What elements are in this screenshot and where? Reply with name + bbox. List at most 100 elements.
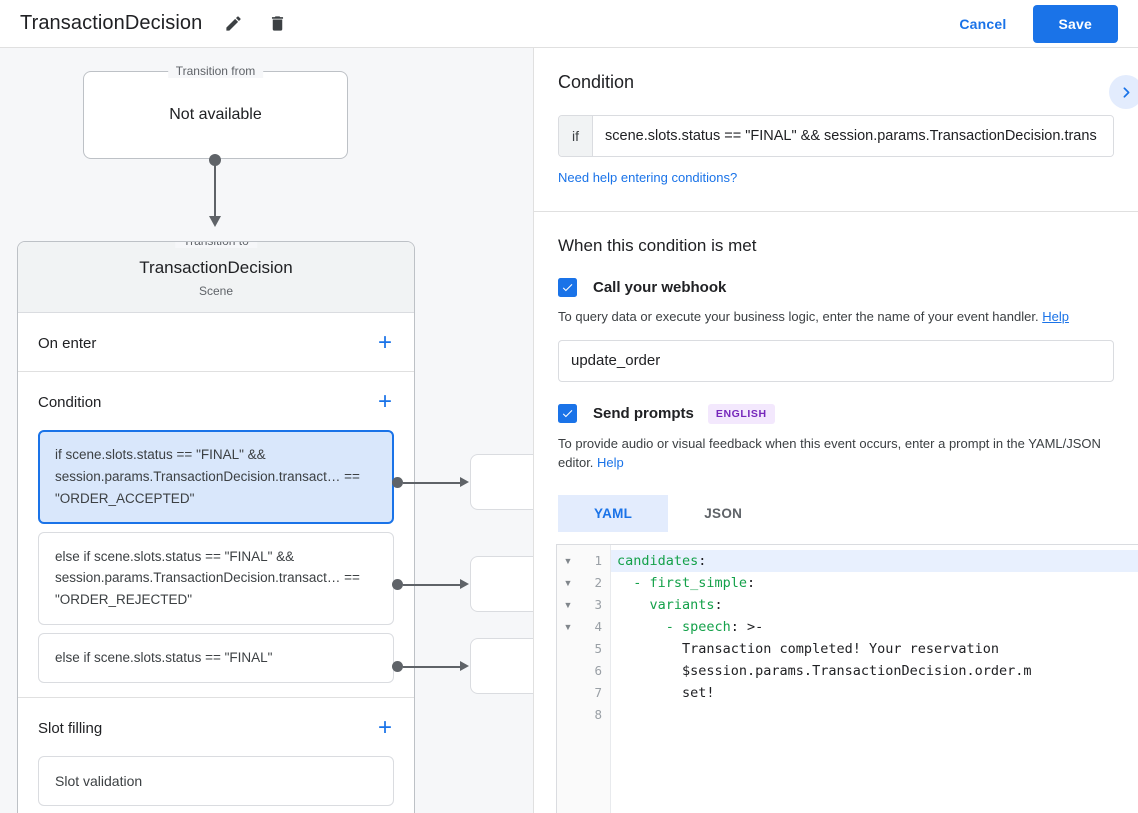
- code-line: variants:: [611, 594, 1138, 616]
- section-label-condition: Condition: [38, 393, 102, 411]
- section-on-enter: On enter +: [18, 313, 414, 371]
- tab-yaml[interactable]: YAML: [558, 494, 669, 532]
- connector-dot: [209, 154, 221, 166]
- section-slot-filling: Slot filling + Slot validation: [18, 698, 414, 807]
- line-number: 2: [594, 575, 602, 590]
- condition-list-item-1[interactable]: if scene.slots.status == "FINAL" && sess…: [38, 430, 394, 524]
- transition-to-card: Transition to TransactionDecision Scene …: [17, 241, 415, 813]
- condition-link-line-3: [403, 666, 461, 668]
- top-bar: TransactionDecision Cancel Save: [0, 0, 1138, 48]
- transition-from-legend: Transition from: [167, 64, 264, 78]
- slot-validation-item[interactable]: Slot validation: [38, 756, 394, 807]
- divider: [18, 697, 414, 699]
- yaml-editor[interactable]: ▼ ▼ ▼ ▼ 1 2 3 4 5 6 7 8 candidates: - fi…: [556, 544, 1138, 813]
- webhook-checkbox-row[interactable]: Call your webhook: [558, 278, 1114, 297]
- line-number: 6: [594, 663, 602, 678]
- fold-toggle-2[interactable]: ▼: [563, 578, 573, 588]
- scene-header: TransactionDecision Scene: [18, 242, 414, 313]
- add-on-enter-button[interactable]: +: [377, 329, 392, 356]
- code-token-text: Transaction completed! Your reservation: [617, 641, 1000, 657]
- code-token-punct: :: [714, 597, 723, 613]
- section-label-on-enter: On enter: [38, 334, 97, 352]
- editor-code-area[interactable]: candidates: - first_simple: variants: - …: [611, 545, 1138, 813]
- editor-line-numbers: 1 2 3 4 5 6 7 8: [579, 545, 611, 813]
- condition-link-line-2: [403, 584, 461, 586]
- when-met-section: When this condition is met Call your web…: [534, 212, 1138, 532]
- line-number: 7: [594, 685, 602, 700]
- line-number: 5: [594, 641, 602, 656]
- code-line: candidates:: [611, 550, 1138, 572]
- panel-divider: [534, 211, 1138, 212]
- chevron-right-icon: [1123, 86, 1129, 98]
- condition-output-dot-2[interactable]: [392, 579, 403, 590]
- trash-icon: [271, 16, 283, 31]
- condition-list-item-3[interactable]: else if scene.slots.status == "FINAL": [38, 633, 394, 684]
- edit-name-button[interactable]: [216, 7, 250, 41]
- language-badge: ENGLISH: [707, 403, 775, 424]
- fold-toggle-3[interactable]: ▼: [563, 600, 573, 610]
- editor-fold-column: ▼ ▼ ▼ ▼: [557, 545, 579, 813]
- condition-link-arrow-1: [460, 477, 469, 487]
- check-icon: [562, 284, 573, 292]
- when-met-heading: When this condition is met: [558, 236, 757, 255]
- code-line: - first_simple:: [611, 572, 1138, 594]
- fold-toggle-1[interactable]: ▼: [563, 556, 573, 566]
- condition-list-item-2[interactable]: else if scene.slots.status == "FINAL" &&…: [38, 531, 394, 626]
- code-token-punct: : >-: [730, 619, 764, 635]
- transition-to-legend: Transition to: [175, 242, 257, 248]
- help-conditions-link[interactable]: Need help entering conditions?: [558, 170, 738, 185]
- condition-output-dot-1[interactable]: [392, 477, 403, 488]
- condition-heading: Condition: [558, 72, 635, 92]
- add-slot-filling-button[interactable]: +: [377, 714, 392, 742]
- scene-type: Scene: [198, 284, 234, 298]
- connector-arrowhead: [209, 216, 221, 227]
- prompts-checkbox-row[interactable]: Send prompts ENGLISH: [558, 403, 1114, 424]
- line-number: 3: [594, 597, 602, 612]
- section-label-slot-filling: Slot filling: [38, 719, 103, 737]
- line-number: 4: [594, 619, 602, 634]
- condition-link-arrow-3: [460, 661, 469, 671]
- webhook-label: Call your webhook: [593, 279, 727, 296]
- prompts-checkbox[interactable]: [558, 404, 577, 423]
- condition-input-group[interactable]: if: [558, 115, 1114, 157]
- scene-name: TransactionDecision: [139, 258, 293, 277]
- scene-canvas[interactable]: Transition from Not available Transition…: [0, 48, 533, 813]
- prompts-description-text: To provide audio or visual feedback when…: [558, 435, 1101, 471]
- fold-toggle-4[interactable]: ▼: [563, 622, 573, 632]
- code-token-key: - first_simple: [617, 575, 748, 591]
- code-token-punct: :: [698, 553, 707, 569]
- code-token-key: - speech: [617, 619, 731, 635]
- prompts-label: Send prompts: [593, 405, 694, 422]
- condition-link-arrow-2: [460, 579, 469, 589]
- code-token-key: variants: [617, 597, 715, 613]
- code-token-text: set!: [617, 685, 715, 701]
- add-condition-button[interactable]: +: [377, 388, 392, 415]
- editor-format-tabs: YAML JSON: [558, 494, 1114, 532]
- webhook-checkbox[interactable]: [558, 278, 577, 297]
- webhook-description: To query data or execute your business l…: [558, 307, 1114, 327]
- transition-from-value: Not available: [169, 106, 262, 123]
- condition-input[interactable]: [593, 116, 1113, 156]
- line-number: 1: [594, 553, 602, 568]
- condition-link-line-1: [403, 482, 461, 484]
- save-button[interactable]: Save: [1032, 4, 1118, 43]
- cancel-button[interactable]: Cancel: [945, 7, 1020, 41]
- code-line: $session.params.TransactionDecision.orde…: [611, 660, 1138, 682]
- condition-output-dot-3[interactable]: [392, 661, 403, 672]
- section-condition: Condition + if scene.slots.status == "FI…: [18, 372, 414, 697]
- code-token-text: $session.params.TransactionDecision.orde…: [617, 663, 1032, 679]
- prompts-help-link[interactable]: Help: [597, 455, 624, 470]
- webhook-description-text: To query data or execute your business l…: [558, 309, 1039, 324]
- tab-json[interactable]: JSON: [668, 495, 778, 532]
- transition-from-card: Transition from Not available: [83, 64, 348, 159]
- delete-button[interactable]: [260, 7, 294, 41]
- expand-panel-button[interactable]: [1109, 75, 1138, 109]
- webhook-help-link[interactable]: Help: [1042, 309, 1069, 324]
- condition-section: Condition if Need help entering conditio…: [534, 48, 1138, 187]
- page-title: TransactionDecision: [20, 12, 203, 34]
- code-line: [611, 704, 1138, 726]
- line-number: 8: [594, 707, 602, 722]
- webhook-handler-input[interactable]: [558, 339, 1114, 382]
- code-token-key: candidates: [617, 553, 699, 569]
